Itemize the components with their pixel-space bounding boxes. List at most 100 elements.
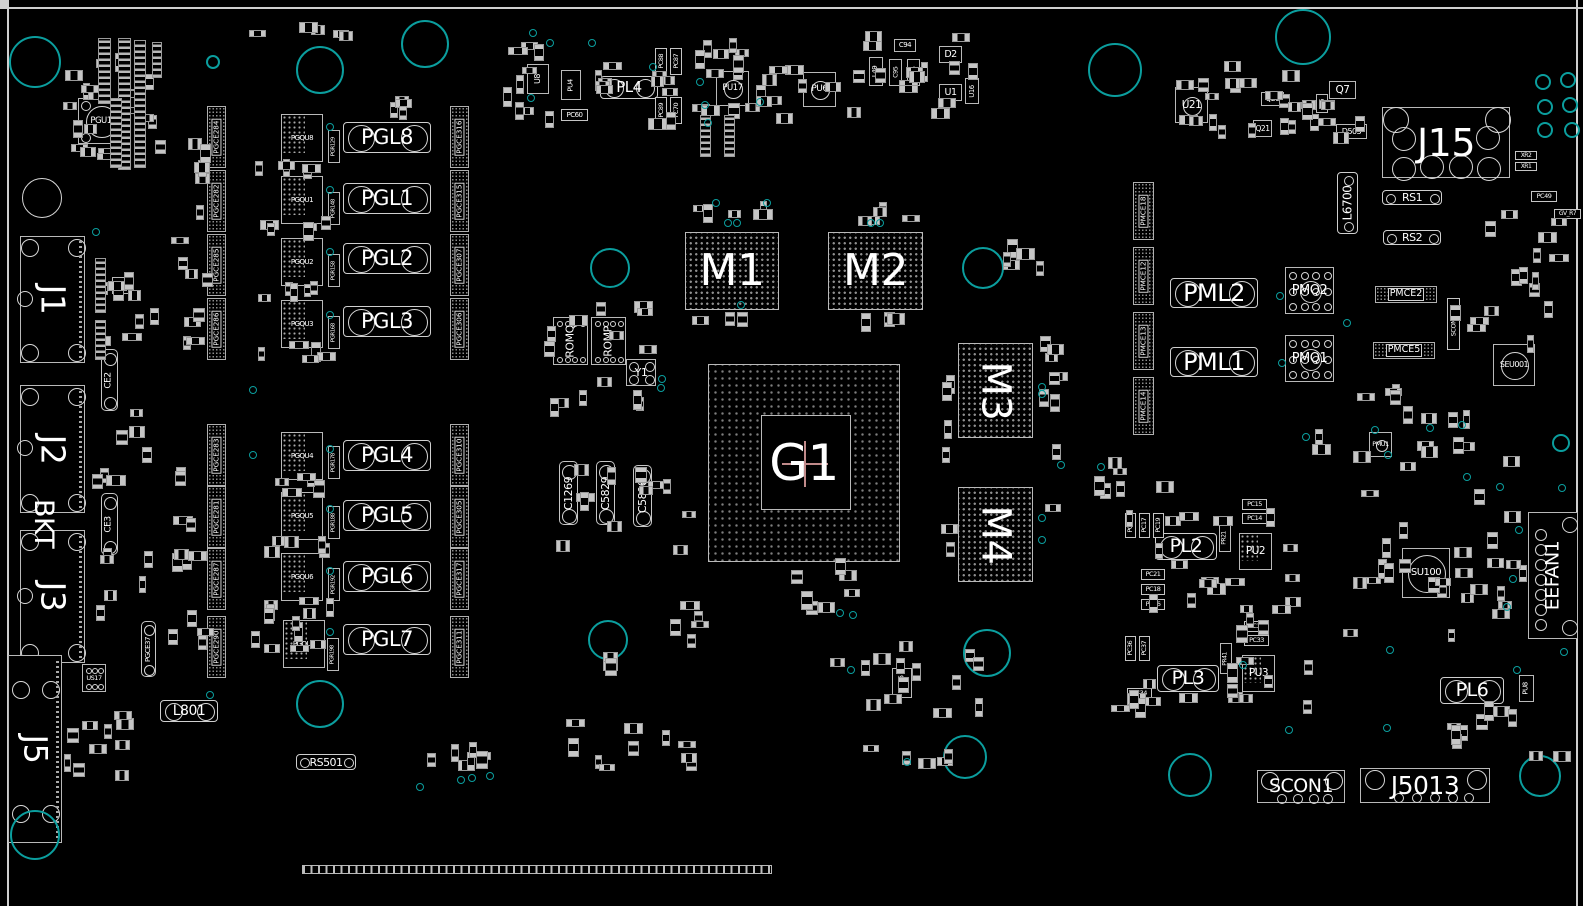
via-marker [696, 78, 704, 86]
passive-footprint [1352, 451, 1372, 464]
passive-footprint [1111, 705, 1130, 713]
hole [1312, 371, 1321, 379]
component-label-text: J5 [15, 734, 54, 764]
hole [1535, 619, 1547, 631]
passive-footprint [1125, 509, 1134, 528]
hole [401, 125, 428, 152]
passive-footprint [103, 724, 112, 740]
hole [144, 624, 155, 636]
hole [1564, 122, 1580, 138]
component-label-text: C5806 [636, 479, 649, 513]
hole [21, 494, 39, 512]
via-marker [733, 219, 741, 227]
chip-pmq1: PMQ1 [1285, 335, 1334, 382]
passive-footprint [1519, 565, 1527, 582]
passive-footprint [1447, 629, 1456, 643]
via-marker [249, 451, 257, 459]
component-label-text: PC89 [656, 103, 665, 118]
chip-c94: C94 [894, 39, 916, 52]
passive-footprint [317, 535, 327, 554]
passive-footprint [299, 596, 320, 606]
passive-footprint [690, 620, 709, 629]
component-label: PGCE305 [451, 487, 468, 547]
passive-footprint [1281, 70, 1301, 83]
passive-footprint [566, 719, 585, 728]
passive-footprint [187, 138, 202, 150]
passive-footprint [1108, 457, 1123, 469]
passive-footprint [115, 740, 131, 751]
chip-pgqu2: PGQU2 [281, 238, 323, 286]
connector-eefan1: EEFAN1 [1528, 512, 1578, 639]
component-label-text: PGR158 [330, 261, 337, 280]
bga-m3: M3 [958, 343, 1033, 438]
passive-footprint [1469, 583, 1489, 595]
component-label-text: PGCE311 [454, 628, 465, 666]
hole [962, 247, 1004, 289]
passive-footprint [298, 22, 318, 33]
passive-footprint [761, 74, 777, 86]
hole [595, 321, 601, 327]
passive-footprint [951, 32, 970, 42]
passive-footprint [155, 140, 167, 154]
passive-footprint [390, 102, 399, 119]
hole [1312, 303, 1321, 311]
slot-pgce287: PGCE287 [207, 548, 226, 610]
hole [557, 321, 563, 327]
passive-footprint [1484, 701, 1494, 721]
passive-footprint [1399, 462, 1417, 471]
passive-footprint [865, 699, 882, 711]
via-marker [1496, 483, 1504, 491]
component-label: M3 [959, 344, 1032, 437]
hole [348, 186, 375, 213]
chip-pgqu1: PGQU1 [281, 176, 323, 224]
passive-footprint [1484, 220, 1497, 238]
passive-footprint [1218, 125, 1226, 140]
component-label: PC60 [562, 110, 587, 120]
passive-footprint [193, 161, 210, 173]
passive-footprint [938, 97, 956, 109]
passive-footprint [1236, 625, 1249, 644]
hole [17, 588, 33, 604]
passive-footprint [901, 214, 920, 223]
passive-footprint [932, 708, 953, 718]
passive-footprint [580, 491, 590, 512]
passive-footprint [63, 102, 77, 110]
hole [618, 357, 624, 363]
passive-footprint [1321, 101, 1336, 110]
hole [1392, 127, 1416, 151]
component-label-text: PGR148 [330, 199, 337, 218]
via-marker [1513, 666, 1521, 674]
hole [1261, 772, 1279, 790]
passive-footprint [883, 694, 902, 704]
passive-footprint [255, 161, 264, 176]
inductor-rs501: RS501 [296, 754, 356, 770]
hole [401, 627, 428, 654]
component-label-text: PC49 [1536, 192, 1552, 201]
component-label: PGCE316 [451, 107, 468, 167]
component-label: PMCE18 [1134, 183, 1153, 239]
passive-footprint [1469, 317, 1490, 325]
passive-footprint [1287, 120, 1296, 135]
hole [1365, 770, 1385, 790]
hole [68, 533, 86, 551]
slot-pmce2: PMCE2 [1375, 286, 1437, 303]
connector-j2: J2 [17, 385, 86, 513]
component-label-text: PC37 [1140, 641, 1149, 656]
hole [1445, 680, 1468, 703]
hole [1323, 794, 1333, 804]
via-marker [1097, 463, 1105, 471]
passive-footprint [128, 426, 145, 438]
passive-footprint [713, 49, 729, 59]
component-label: M4 [959, 488, 1032, 581]
passive-footprint [769, 66, 788, 75]
passive-footprint [974, 697, 984, 718]
passive-footprint [917, 758, 936, 769]
chip-pin-grid [282, 493, 306, 531]
passive-footprint [168, 628, 179, 645]
connector-j3: J3 [17, 530, 86, 663]
via-marker [1383, 724, 1391, 732]
hole [636, 79, 655, 98]
via-marker [836, 609, 844, 617]
component-label: U16 [966, 79, 978, 103]
